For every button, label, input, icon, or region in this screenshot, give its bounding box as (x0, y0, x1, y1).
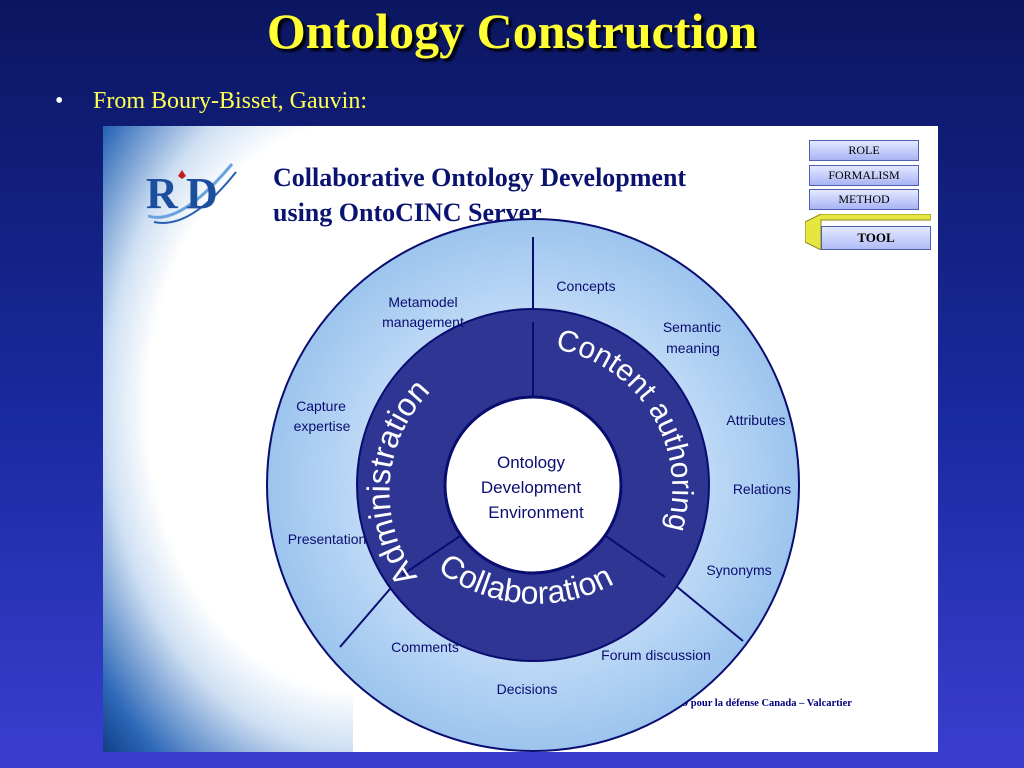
item-forum-discussion: Forum discussion (601, 647, 711, 663)
legend-method: METHOD (809, 189, 919, 210)
bullet-text: From Boury-Bisset, Gauvin: (93, 88, 367, 114)
bullet-item: • From Boury-Bisset, Gauvin: (55, 88, 367, 115)
item-comments: Comments (391, 639, 459, 655)
figure-heading-line1: Collaborative Ontology Development (273, 163, 687, 192)
item-metamodel-line2: management (382, 314, 464, 330)
item-capture-line1: Capture (296, 398, 346, 414)
item-metamodel-line1: Metamodel (388, 294, 457, 310)
figure-credit: R & D pour la défense Canada – Valcartie… (659, 698, 852, 709)
item-decisions: Decisions (497, 681, 558, 697)
item-attributes: Attributes (726, 412, 785, 428)
item-semantic-line1: Semantic (663, 319, 721, 335)
legend-tool: TOOL (821, 226, 931, 250)
item-presentation: Presentation (288, 531, 367, 547)
legend-role: ROLE (809, 140, 919, 161)
figure-panel: R D Collaborative Ontology Development u… (103, 126, 938, 752)
legend-formalism: FORMALISM (809, 165, 919, 186)
center-label-line2: Development (481, 478, 581, 497)
bullet-dot-icon: • (55, 88, 64, 114)
inner-divider-right (596, 529, 666, 578)
svg-text:R: R (146, 169, 179, 218)
inner-divider-left (401, 529, 470, 576)
item-synonyms: Synonyms (706, 562, 771, 578)
level-legend: ROLE FORMALISM METHOD TOOL (803, 138, 936, 258)
item-capture-line2: expertise (294, 418, 351, 434)
svg-text:D: D (186, 169, 218, 218)
legend-shelf-icon (805, 214, 931, 250)
rddc-logo-icon: R D (146, 163, 237, 224)
item-relations: Relations (733, 481, 791, 497)
center-label-line3: Environment (488, 503, 584, 522)
center-label-line1: Ontology (497, 453, 566, 472)
center-hub (443, 395, 623, 575)
ontology-wheel-diagram: Administration Content authoring Collabo… (266, 218, 800, 752)
divider-right (664, 576, 744, 642)
slide-title: Ontology Construction (266, 3, 758, 59)
figure-heading: Collaborative Ontology Development using… (273, 160, 686, 230)
item-concepts: Concepts (556, 278, 615, 294)
item-semantic-line2: meaning (666, 340, 720, 356)
